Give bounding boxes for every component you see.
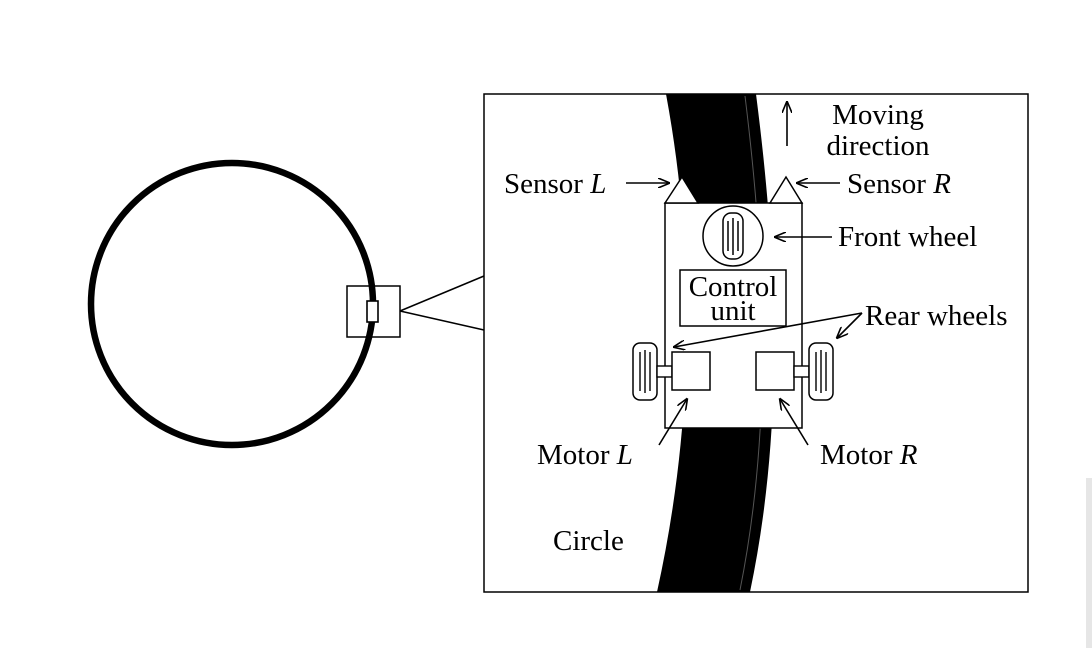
circle-track xyxy=(87,159,377,449)
axle-l xyxy=(656,365,673,378)
window-edge-strip xyxy=(1086,478,1092,648)
zoom-connector-bottom xyxy=(399,310,485,331)
rear-wheel-r xyxy=(808,342,834,401)
motor-r-box xyxy=(755,351,795,391)
control-unit-label-line2: unit xyxy=(710,295,755,327)
rear-wheels-arrow-right xyxy=(837,312,863,338)
sensor-l-label: Sensor L xyxy=(504,168,606,200)
zoom-connector-top xyxy=(399,275,485,312)
rear-wheels-arrow-left xyxy=(674,312,863,347)
front-wheel xyxy=(702,205,764,267)
axle-r xyxy=(793,365,810,378)
control-unit-box xyxy=(679,269,787,327)
sensor-r-label: Sensor R xyxy=(847,168,951,200)
front-wheel-label: Front wheel xyxy=(838,221,977,253)
motor-r-label: Motor R xyxy=(820,439,918,471)
motor-l-box xyxy=(671,351,711,391)
motor-r-arrow xyxy=(780,399,809,446)
small-robot-icon xyxy=(366,296,379,323)
rear-wheel-l xyxy=(632,342,658,401)
motor-l-arrow xyxy=(658,399,687,446)
sensor-r-shape xyxy=(768,175,804,204)
motor-l-label: Motor L xyxy=(537,439,633,471)
circle-label: Circle xyxy=(553,525,624,557)
moving-label: Moving xyxy=(832,99,924,131)
direction-label: direction xyxy=(826,130,930,162)
control-unit-label-line1: Control xyxy=(689,271,778,303)
sensor-l-shape xyxy=(663,175,700,204)
rear-wheels-label: Rear wheels xyxy=(865,300,1008,332)
